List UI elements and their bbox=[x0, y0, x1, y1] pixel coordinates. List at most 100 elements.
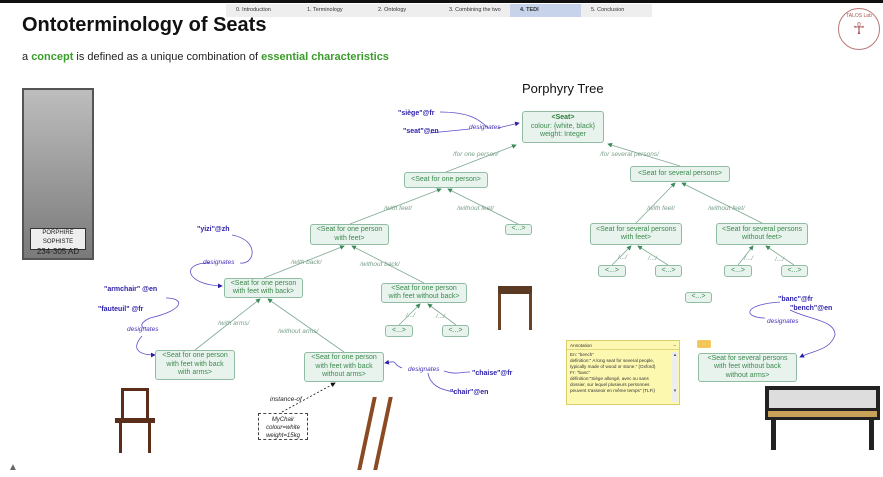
node-attr-colour: colour: {white, black} bbox=[530, 122, 596, 130]
node-line: without arms> bbox=[725, 371, 770, 379]
tab-introduction[interactable]: 0. Introduction bbox=[236, 7, 271, 13]
term-chaise-fr: "chaise"@fr bbox=[472, 370, 513, 377]
edge-label: /with feet/ bbox=[647, 205, 675, 212]
edge-label: /for several persons/ bbox=[600, 151, 659, 158]
annotation-scrollbar[interactable]: ▴▾ bbox=[672, 352, 678, 402]
instance-colour: colour=white bbox=[266, 425, 300, 431]
annotation-icon[interactable] bbox=[697, 340, 711, 348]
node-etc[interactable]: <...> bbox=[655, 265, 682, 277]
edge-label: /with back/ bbox=[291, 259, 322, 266]
node-etc[interactable]: <...> bbox=[505, 224, 532, 235]
term-fauteuil-fr: "fauteuil" @fr bbox=[98, 306, 144, 313]
term-seat-en: "seat"@en bbox=[403, 128, 439, 135]
bench-image bbox=[765, 386, 880, 454]
term-siege-fr: "siège"@fr bbox=[398, 110, 435, 117]
instance-name: MyChair bbox=[271, 417, 295, 423]
node-line: with arms> bbox=[177, 369, 213, 377]
edge-label: /with arms/ bbox=[218, 320, 250, 327]
edge-label: /.../ bbox=[618, 254, 628, 261]
designates-label: designates bbox=[203, 259, 235, 266]
edge-label: /.../ bbox=[775, 256, 785, 263]
node-line: without feet> bbox=[742, 234, 782, 241]
node-etc[interactable]: <...> bbox=[724, 265, 752, 277]
annotation-line: typically made of wood or stone." (Oxfor… bbox=[570, 364, 656, 369]
node-line: with feet with back bbox=[166, 360, 224, 368]
tab-ontology[interactable]: 2. Ontology bbox=[378, 7, 407, 13]
node-etc[interactable]: <...> bbox=[442, 325, 469, 337]
edge-label: /without back/ bbox=[360, 261, 400, 268]
node-line: with feet with back> bbox=[232, 288, 295, 295]
folding-chair-image bbox=[355, 397, 395, 470]
node-name: <Seat> bbox=[551, 114, 575, 122]
node-line: <Seat for one person bbox=[162, 352, 228, 360]
term-chair-en: "chair"@en bbox=[450, 389, 489, 396]
slide-title: Ontoterminology of Seats bbox=[22, 14, 267, 36]
node-line: <Seat for several persons bbox=[596, 225, 676, 233]
tab-combining[interactable]: 3. Combining the two bbox=[449, 7, 501, 13]
node-line: <Seat for several persons bbox=[722, 225, 802, 233]
node-etc[interactable]: <...> bbox=[598, 265, 626, 277]
node-line: <Seat for several persons bbox=[707, 354, 788, 362]
annotation-line: Fr: "banc" bbox=[570, 370, 591, 375]
top-bar bbox=[0, 0, 883, 3]
node-line: with feet> bbox=[620, 234, 652, 241]
node-line: <Seat for one person bbox=[391, 284, 457, 292]
instance-of-label: instance-of bbox=[270, 396, 302, 403]
annotation-title: Annotation bbox=[570, 343, 592, 348]
section-tabs: 0. Introduction 1. Terminology 2. Ontolo… bbox=[226, 4, 652, 17]
instance-weight: weight=15kg bbox=[266, 433, 300, 439]
designates-label: designates bbox=[127, 326, 159, 333]
edge-label: /.../ bbox=[406, 312, 416, 319]
node-line: with feet without back bbox=[714, 363, 781, 371]
node-seat-one-person[interactable]: <Seat for one person> bbox=[404, 172, 488, 188]
mychair-instance[interactable]: MyChair colour=white weight=15kg bbox=[258, 413, 308, 440]
slide-subtitle: a concept is defined as a unique combina… bbox=[22, 51, 389, 63]
node-seat[interactable]: <Seat>colour: {white, black}weight: Inte… bbox=[522, 111, 604, 143]
node-etc[interactable]: <...> bbox=[385, 325, 413, 337]
navigation-icon[interactable]: ▲ bbox=[8, 462, 18, 473]
annotation-line: definition:" A long seat for several peo… bbox=[570, 358, 655, 363]
tab-tedi[interactable]: 4. TEDI bbox=[510, 4, 581, 17]
annotation-panel: Annotation– En: "bench" definition:" A l… bbox=[566, 340, 680, 405]
concept-term: concept bbox=[31, 51, 74, 63]
caption-dates: 234-305 AD bbox=[36, 247, 80, 256]
term-bench-en: "bench"@en bbox=[790, 305, 833, 312]
node-etc[interactable]: <...> bbox=[781, 265, 808, 277]
node-line: with feet with back bbox=[315, 362, 373, 370]
node-line: without arms> bbox=[322, 371, 366, 379]
node-line: <Seat for one person bbox=[316, 226, 383, 233]
edge-label: /for one person/ bbox=[453, 151, 499, 158]
tab-conclusion[interactable]: 5. Conclusion bbox=[591, 7, 625, 13]
designates-label: designates bbox=[767, 318, 799, 325]
annotation-line: dossier, sur lequel plusieurs personnes bbox=[570, 382, 650, 387]
armchair-image bbox=[115, 388, 155, 455]
edge-label: /without arms/ bbox=[278, 328, 319, 335]
minimize-button[interactable]: – bbox=[673, 343, 676, 348]
logo-text: TALOS Lab bbox=[846, 13, 872, 19]
edge-label: /.../ bbox=[744, 255, 754, 262]
node-seat-several-persons[interactable]: <Seat for several persons> bbox=[630, 166, 730, 182]
term-armchair-en: "armchair" @en bbox=[104, 286, 158, 293]
tab-terminology[interactable]: 1. Terminology bbox=[307, 7, 343, 13]
edge-label: /.../ bbox=[436, 313, 446, 320]
subtitle-text: is defined as a unique combination of bbox=[73, 51, 262, 63]
edge-label: /without feet/ bbox=[457, 205, 494, 212]
node-etc[interactable]: <...> bbox=[685, 292, 712, 303]
edge-label: /.../ bbox=[648, 255, 658, 262]
node-attr-weight: weight: Integer bbox=[540, 131, 586, 139]
node-line: <Seat for one person bbox=[311, 354, 377, 362]
essential-term: essential characteristics bbox=[261, 51, 389, 63]
node-line: <Seat for one person bbox=[230, 279, 297, 287]
edge-label: /without feet/ bbox=[708, 205, 745, 212]
